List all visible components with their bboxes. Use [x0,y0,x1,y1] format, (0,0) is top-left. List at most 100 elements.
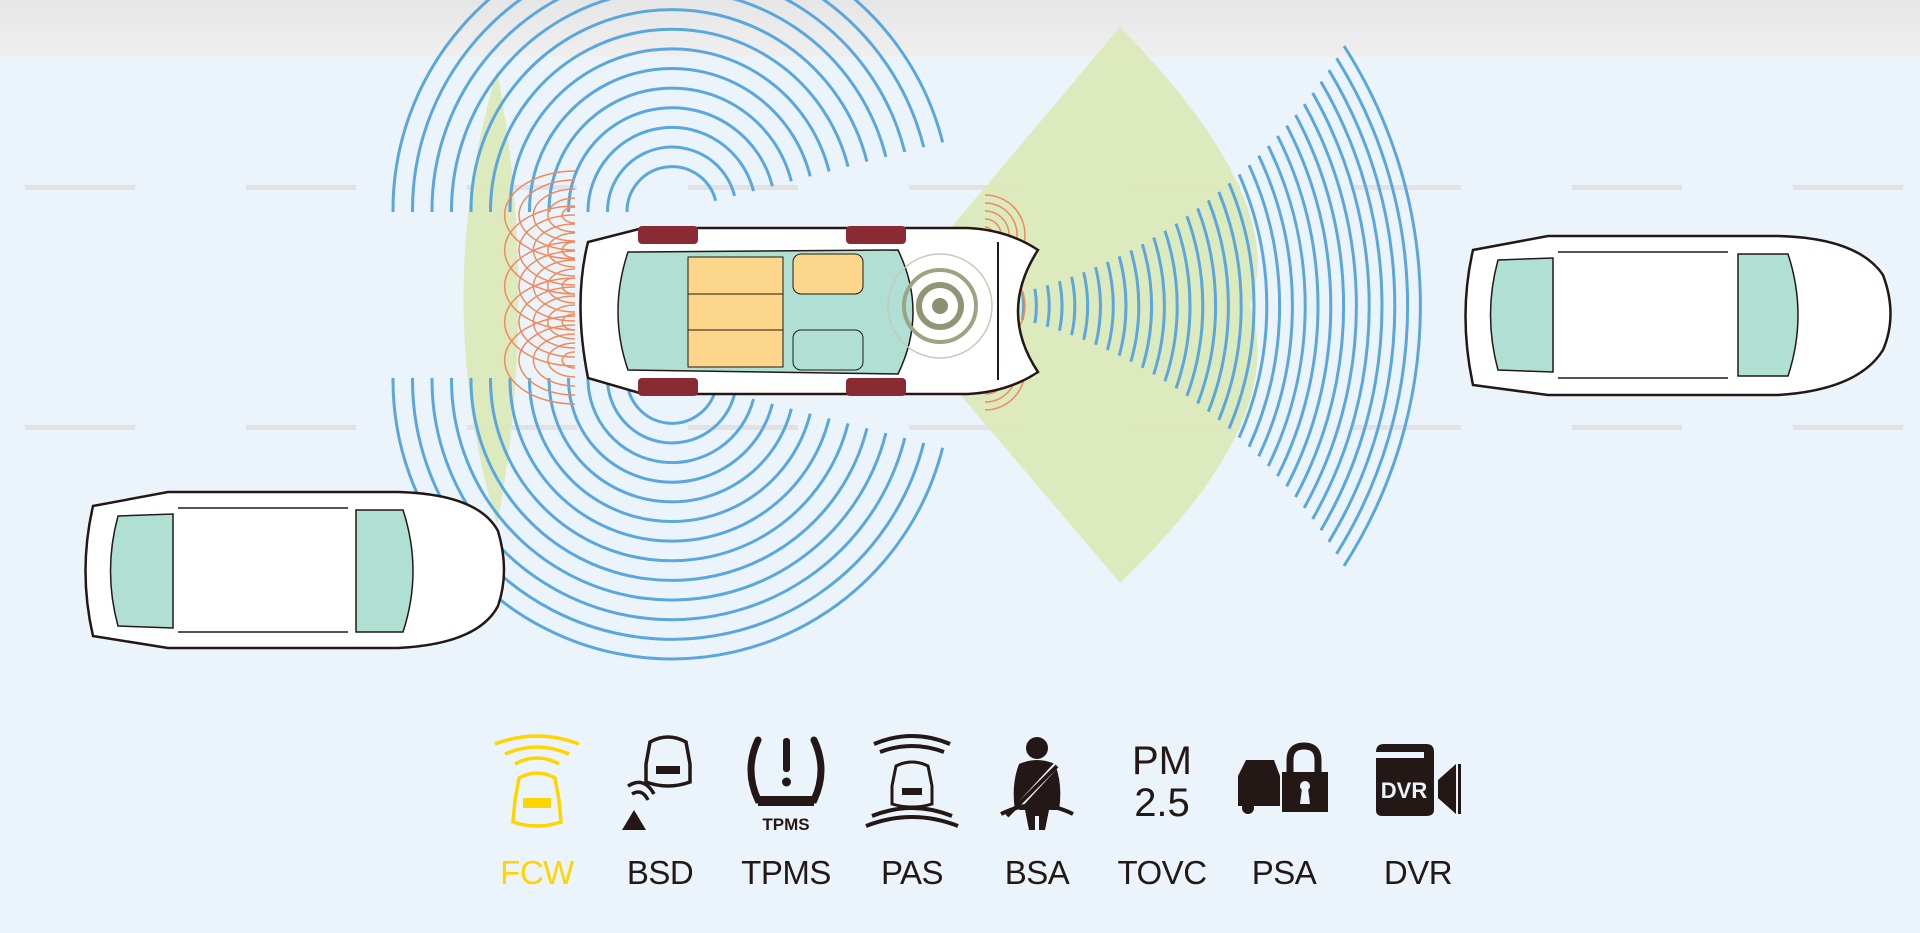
svg-text:PM: PM [1132,739,1192,783]
radar-wave-arc [1129,249,1141,363]
sensor-wave-arc [503,241,576,331]
feature-tpms[interactable]: TPMS TPMS [726,730,846,892]
radar-wave-arc [1257,155,1294,457]
radar-wave-arc [625,377,718,425]
sensor-wave-arc [532,333,576,387]
sensor-wave-arc [532,259,576,313]
rear-coverage-zone [463,70,519,525]
tire-pressure-icon: TPMS [747,736,825,834]
adas-scene [25,0,1903,661]
sensor-wave-arc [518,286,576,358]
radar-wave-arc [527,67,812,213]
svg-text:2.5: 2.5 [1134,781,1190,825]
forward-coverage-zone [885,27,1258,583]
sensor-wave-arc [547,232,576,268]
radar-wave-arc [1327,69,1397,543]
forward-radar-waves [995,45,1422,567]
lane-dash [467,185,577,190]
sensor-wave-arc [503,170,576,260]
feature-label: PSA [1251,854,1317,891]
radar-wave-arc [1311,92,1371,520]
svg-text:TPMS: TPMS [762,815,809,834]
radar-wave-arc [1117,255,1128,357]
radar-wave-arc [488,27,850,213]
sensor-wave-arc [518,324,576,396]
feature-dvr[interactable]: DVR DVR [1358,730,1478,892]
radar-wave-arc [1033,288,1038,324]
feature-label: BSA [1004,854,1070,891]
radar-wave-arc [1106,261,1115,351]
radar-wave-arc [1319,80,1384,532]
radar-wave-arc [586,125,755,213]
radar-wave-arc [1237,173,1269,439]
feature-label: PAS [880,854,944,891]
radar-wave-arc [430,0,907,213]
lane-dash [246,185,356,190]
radar-wave-arc [605,377,737,445]
blind-spot-warning-icon [622,735,692,830]
radar-wave-arc [469,377,869,582]
lane-dash [688,425,798,430]
sensor-wave-arc [518,214,576,286]
feature-label: TPMS [741,854,831,891]
feature-tovc[interactable]: PM 2.5 TOVC [1102,730,1222,892]
radar-wave-arc [449,377,888,602]
radar-wave-arc [1217,191,1243,421]
feature-fcw[interactable]: FCW [477,730,597,892]
sensor-wave-arc [547,268,576,304]
sensor-wave-arc [561,351,576,369]
lane-dash [1793,425,1903,430]
radar-wave-arc [527,377,812,523]
radar-wave-arc [605,145,737,213]
sensor-wave-arc [503,205,576,295]
parking-sensor-icon [865,734,959,828]
car-radar-icon [494,734,580,828]
radar-wave-arc [430,377,907,622]
feature-bsd[interactable]: BSD [600,730,720,892]
lane-dash [467,425,577,430]
radar-wave-arc [547,377,793,504]
blind-spot-car [84,490,506,650]
radar-wave-arc [1163,230,1179,382]
sensor-wave-arc [503,277,576,367]
radar-wave-arc [1276,135,1320,477]
blind-spot-radar-waves [391,0,945,661]
radar-wave-arc [410,0,926,213]
sensor-wave-arc [561,313,576,331]
feature-label: FCW [500,854,574,891]
radar-wave-arc [1082,271,1090,341]
feature-psa[interactable]: PSA [1224,730,1344,892]
host-car [579,226,1040,396]
radar-wave-arc [1342,45,1422,567]
pm25-icon: PM 2.5 [1132,739,1192,825]
radar-wave-arc [1227,182,1256,430]
lane-dash [688,185,798,190]
radar-wave-arc [410,377,926,641]
radar-wave-arc [469,8,869,213]
top-bar [0,0,1920,57]
radar-wave-arc [566,106,774,213]
radar-wave-arc [1185,215,1205,397]
sensor-wave-arc [547,342,576,378]
radar-wave-arc [1152,237,1166,375]
lane-dash [1572,185,1682,190]
radar-wave-arc [508,377,831,543]
radar-wave-arc [1140,243,1154,369]
feature-bsa[interactable]: BSA [977,730,1097,892]
radar-wave-arc [586,377,755,465]
lead-car [1464,234,1892,397]
sensor-wave-arc [518,179,576,251]
lane-dash [246,425,356,430]
radar-wave-arc [1294,114,1346,498]
radar-wave-arc [1094,266,1102,346]
lane-dash [909,425,1019,430]
lane-dash [25,425,135,430]
feature-label: BSD [626,854,694,891]
radar-wave-arc [1070,276,1077,336]
radar-wave-arc [1285,124,1333,488]
sensor-wave-arc [561,206,576,224]
feature-pas[interactable]: PAS [852,730,972,892]
lane-dash [1793,185,1903,190]
radar-wave-arc [449,0,888,213]
rear-parking-sensor-waves [503,170,576,405]
